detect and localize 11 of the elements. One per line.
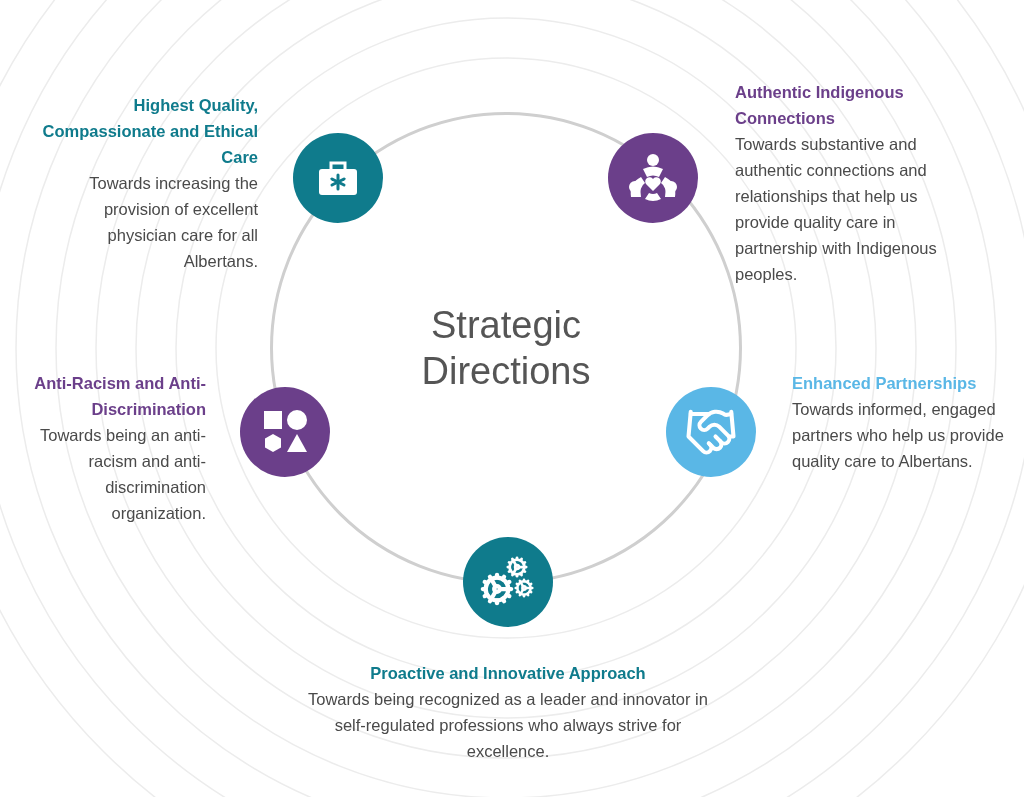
direction-heading: Authentic Indigenous Connections bbox=[735, 82, 905, 129]
direction-heading: Enhanced Partnerships bbox=[792, 373, 978, 394]
direction-description: Towards increasing the provision of excellent physician care for all Albertans. bbox=[88, 173, 258, 272]
direction-description: Towards being an anti-racism and anti-discrimination organization. bbox=[39, 425, 206, 524]
direction-heading: Highest Quality, Compassionate and Ethical Care bbox=[41, 95, 258, 168]
direction-description: Towards being recognized as a leader and innovator in self-regulated professions who always strive for excellence. bbox=[307, 689, 709, 762]
direction-description: Towards substantive and authentic connections and relationships that help us provide quality care in partnership with Indigenous peoples. bbox=[735, 134, 938, 285]
direction-heading: Proactive and Innovative Approach bbox=[369, 663, 647, 684]
direction-description: Towards informed, engaged partners who help us provide quality care to Albertans. bbox=[792, 399, 1005, 472]
direction-heading: Anti-Racism and Anti-Discrimination bbox=[33, 373, 206, 420]
center-label: Strategic Directions bbox=[420, 303, 592, 394]
